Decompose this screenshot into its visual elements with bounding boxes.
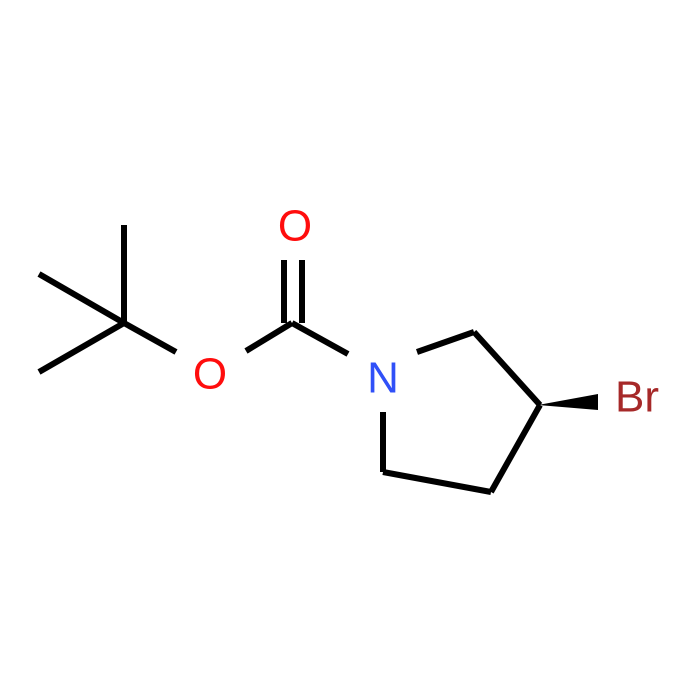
bond-quaternary-c-to-ester-o [122, 320, 178, 355]
atom-label-ester-oxygen: O [193, 350, 227, 399]
bond-carbonyl-c-to-n [290, 320, 350, 357]
bond-ester-o-to-carbonyl-c [244, 320, 294, 354]
bond-methyl-upper-left [37, 271, 126, 326]
bond-ring-c3-to-c4 [488, 403, 543, 494]
bond-ring-c2-to-c3 [471, 329, 543, 408]
bond-methyl-lower-left [37, 320, 126, 375]
atom-label-nitrogen: N [367, 354, 399, 403]
bond-ring-n-to-c2 [416, 329, 475, 355]
atom-label-carbonyl-oxygen: O [278, 202, 312, 251]
atom-label-bromine: Br [615, 373, 659, 422]
bond-ring-c4-to-c5 [382, 469, 492, 495]
stereo-wedge-bond [538, 394, 598, 410]
